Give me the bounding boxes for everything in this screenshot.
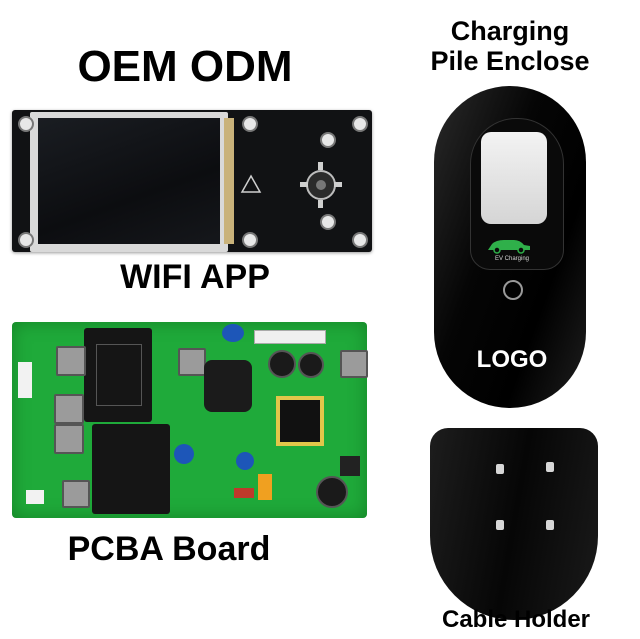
relay-label	[96, 344, 142, 406]
mount-hole	[352, 232, 368, 248]
ev-charging-label: EV Charging	[494, 256, 530, 262]
lcd-screen	[38, 118, 220, 244]
wifi-app-caption: WIFI APP	[120, 258, 270, 296]
enclosure-screen	[481, 132, 547, 224]
ic-chip	[340, 456, 360, 476]
resistor-red	[234, 488, 254, 498]
connector-white	[18, 362, 32, 398]
transformer	[276, 396, 324, 446]
mount-hole	[18, 232, 34, 248]
mount-slot	[546, 520, 554, 530]
lcd-connector	[224, 118, 234, 244]
warning-triangle-icon	[240, 174, 262, 193]
terminal-block	[62, 480, 90, 508]
mount-hole	[18, 116, 34, 132]
power-button-icon	[503, 280, 523, 300]
pin-header	[254, 330, 326, 344]
pcba-board-caption: PCBA Board	[67, 530, 271, 568]
mount-hole	[242, 232, 258, 248]
blue-capacitor	[236, 452, 254, 470]
terminal-block	[54, 394, 84, 424]
terminal-block	[54, 424, 84, 454]
cable-holder-caption: Cable Holder	[441, 606, 591, 633]
mount-slot	[546, 462, 554, 472]
logo-label: LOGO	[476, 346, 548, 373]
blue-capacitor	[222, 324, 244, 342]
connector-white	[26, 490, 44, 504]
charging-pile-title-line1: Charging	[450, 16, 570, 46]
oem-odm-title: OEM ODM	[77, 42, 293, 91]
mount-hole	[320, 214, 336, 230]
mount-hole	[352, 116, 368, 132]
inductor-coil	[204, 360, 252, 412]
mount-hole	[242, 116, 258, 132]
mount-hole	[320, 132, 336, 148]
buzzer-component	[300, 162, 342, 208]
electrolytic-capacitor	[268, 350, 296, 378]
terminal-block	[56, 346, 86, 376]
relay-bottom	[92, 424, 170, 514]
electrolytic-capacitor	[316, 476, 348, 508]
relay-top	[84, 328, 152, 422]
electrolytic-capacitor	[298, 352, 324, 378]
mount-slot	[496, 464, 504, 474]
mount-slot	[496, 520, 504, 530]
terminal-block	[340, 350, 368, 378]
charging-pile-title-line2: Pile Enclose	[430, 46, 590, 76]
terminal-block	[178, 348, 206, 376]
holder-body	[430, 428, 598, 620]
resistor-orange	[258, 474, 272, 500]
ev-car-icon	[488, 240, 530, 254]
blue-capacitor	[174, 444, 194, 464]
